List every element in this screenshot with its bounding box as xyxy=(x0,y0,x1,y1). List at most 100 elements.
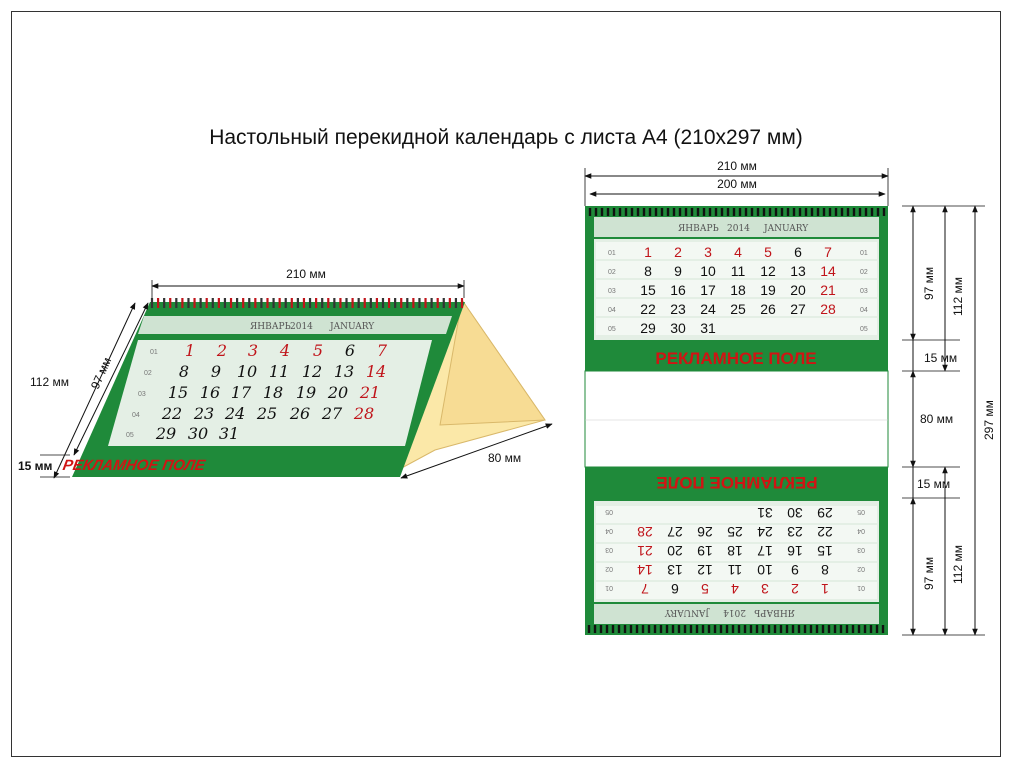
day-cell: 7 xyxy=(641,581,649,597)
spiral-loop xyxy=(460,298,464,308)
week-label: 01 xyxy=(605,584,613,591)
spiral-loop xyxy=(779,625,783,633)
spiral-loop xyxy=(774,208,778,216)
day-cell: 28 xyxy=(820,301,836,317)
spiral-loop xyxy=(315,298,318,308)
spiral-loop xyxy=(630,208,634,216)
spiral-loop xyxy=(755,625,759,633)
spiral-loop xyxy=(756,208,760,216)
flat-bottom-header xyxy=(594,604,879,624)
page-title: Настольный перекидной календарь с листа … xyxy=(209,126,803,149)
day-cell: 14 xyxy=(637,562,653,578)
week-label: 05 xyxy=(608,326,616,333)
spiral-loop xyxy=(600,208,604,216)
week-label: 01 xyxy=(150,349,158,356)
day-cell: 26 xyxy=(697,524,713,540)
spiral-loop xyxy=(333,298,336,308)
spiral-loop xyxy=(642,208,646,216)
stand-fold xyxy=(439,298,546,426)
spiral-loop xyxy=(780,208,784,216)
desk-depth-label: 80 мм xyxy=(488,451,521,465)
day-cell: 7 xyxy=(824,244,832,260)
flat-block-bottom-label: 112 мм xyxy=(951,545,965,584)
spiral-loop xyxy=(816,208,820,216)
day-cell: 8 xyxy=(179,362,189,381)
spiral-loop xyxy=(863,625,867,633)
spiral-loop xyxy=(762,208,766,216)
week-label: 04 xyxy=(132,412,140,419)
day-cell: 2 xyxy=(216,341,227,360)
spiral-loop xyxy=(803,625,807,633)
spiral-loop xyxy=(714,208,718,216)
day-cell: 12 xyxy=(302,362,322,381)
flat-bottom-advert: РЕКЛАМНОЕ ПОЛЕ xyxy=(656,473,817,492)
desk-spiral xyxy=(150,298,464,308)
day-cell: 15 xyxy=(168,383,188,402)
day-cell: 3 xyxy=(704,244,712,260)
spiral-loop xyxy=(696,208,700,216)
week-label: 01 xyxy=(860,250,868,257)
spiral-loop xyxy=(272,298,275,308)
spiral-loop xyxy=(785,625,789,633)
day-cell: 18 xyxy=(730,282,746,298)
spiral-loop xyxy=(869,625,873,633)
spiral-loop xyxy=(400,298,403,308)
day-cell: 4 xyxy=(279,341,290,360)
day-cell: 8 xyxy=(821,562,829,578)
desk-base-label: 15 мм xyxy=(18,459,53,473)
spiral-loop xyxy=(187,298,190,308)
spiral-loop xyxy=(881,625,885,633)
day-cell: 24 xyxy=(700,301,716,317)
spiral-loop xyxy=(827,625,831,633)
desk-year: 2014 xyxy=(290,322,313,332)
spiral-loop xyxy=(750,208,754,216)
spiral-loop xyxy=(296,298,299,308)
week-label: 04 xyxy=(857,527,865,534)
flat-top-header xyxy=(594,217,879,237)
spiral-loop xyxy=(394,298,397,308)
day-cell: 2 xyxy=(791,581,799,597)
spiral-loop xyxy=(205,298,208,308)
spiral-loop xyxy=(248,298,251,308)
day-cell: 18 xyxy=(727,543,743,559)
day-cell: 6 xyxy=(794,244,802,260)
day-cell: 13 xyxy=(334,362,354,381)
week-label: 03 xyxy=(138,391,146,398)
week-row xyxy=(596,582,877,599)
day-cell: 30 xyxy=(188,424,208,443)
spiral-loop xyxy=(821,625,825,633)
spiral-loop xyxy=(720,208,724,216)
day-cell: 31 xyxy=(219,424,239,443)
spiral-loop xyxy=(701,625,705,633)
day-cell: 25 xyxy=(727,524,743,540)
flat-block-top-label: 112 мм xyxy=(951,277,965,316)
spiral-loop xyxy=(199,298,202,308)
day-cell: 8 xyxy=(644,263,652,279)
day-cell: 26 xyxy=(289,404,310,423)
spiral-loop xyxy=(321,298,324,308)
spiral-loop xyxy=(732,208,736,216)
week-row xyxy=(596,506,877,523)
week-label: 03 xyxy=(605,546,613,553)
spiral-loop xyxy=(702,208,706,216)
spiral-loop xyxy=(156,298,160,308)
day-cell: 16 xyxy=(670,282,686,298)
day-cell: 21 xyxy=(359,383,380,402)
day-cell: 21 xyxy=(637,543,653,559)
flat-bottom-month-ru: ЯНВАРЬ xyxy=(754,607,795,617)
spiral-loop xyxy=(666,208,670,216)
day-cell: 31 xyxy=(700,320,716,336)
day-cell: 6 xyxy=(345,341,355,360)
spiral-loop xyxy=(418,298,421,308)
day-cell: 1 xyxy=(644,244,652,260)
spiral-loop xyxy=(624,208,628,216)
week-label: 01 xyxy=(857,584,865,591)
flat-width-inner-label: 200 мм xyxy=(717,177,757,191)
spiral-loop xyxy=(845,625,849,633)
day-cell: 24 xyxy=(757,524,773,540)
day-cell: 19 xyxy=(760,282,776,298)
spiral-loop xyxy=(254,298,257,308)
desk-cal-label: 97 мм xyxy=(88,355,114,391)
